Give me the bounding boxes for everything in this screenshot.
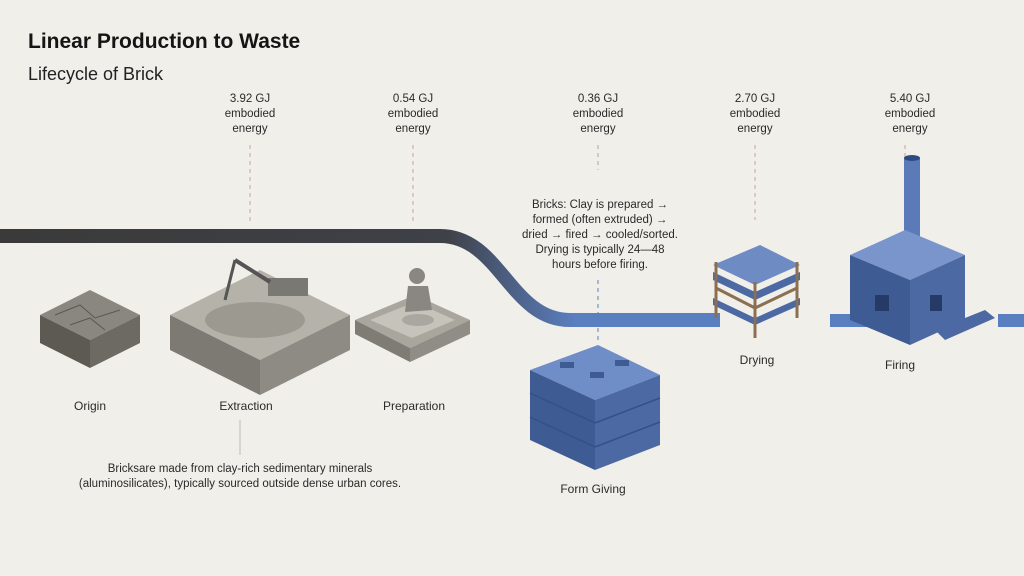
origin-illustration (40, 290, 140, 368)
note-line: Bricks: Clay is prepared → (531, 199, 669, 211)
firing-illustration (850, 155, 995, 345)
energy-unit: energy (580, 123, 616, 135)
energy-label: embodied (884, 108, 936, 120)
energy-value: 0.54 GJ (392, 93, 434, 105)
energy-label: embodied (729, 108, 781, 120)
source-note: Bricksare made from clay-rich sedimentar… (40, 462, 440, 492)
energy-preparation: 0.54 GJ embodied energy (358, 92, 468, 137)
energy-form-giving: 0.36 GJ embodied energy (543, 92, 653, 137)
energy-leader-lines (249, 145, 906, 225)
stage-label-extraction: Extraction (219, 399, 273, 413)
energy-label: embodied (572, 108, 624, 120)
energy-drying: 2.70 GJ embodied energy (700, 92, 810, 137)
energy-value: 2.70 GJ (734, 93, 776, 105)
energy-extraction: 3.92 GJ embodied energy (195, 92, 305, 137)
drying-illustration (713, 245, 800, 338)
flow-path (0, 229, 720, 327)
page-title: Linear Production to Waste (28, 30, 301, 53)
stage-label-drying: Drying (739, 353, 775, 367)
form-giving-illustration (529, 345, 661, 470)
flow-path-segment (998, 314, 1024, 327)
energy-value: 0.36 GJ (577, 93, 619, 105)
note-line: hours before firing. (552, 259, 648, 271)
energy-label: embodied (224, 108, 276, 120)
energy-firing: 5.40 GJ embodied energy (855, 92, 965, 137)
note-line: Drying is typically 24—48 (535, 244, 665, 256)
energy-unit: energy (892, 123, 928, 135)
energy-unit: energy (395, 123, 431, 135)
process-note: Bricks: Clay is prepared → formed (often… (490, 198, 710, 273)
note-line: (aluminosilicates), typically sourced ou… (78, 478, 402, 490)
energy-unit: energy (737, 123, 773, 135)
stage-label-origin: Origin (73, 399, 106, 413)
extraction-illustration (170, 258, 350, 395)
energy-value: 3.92 GJ (229, 93, 271, 105)
stage-label-preparation: Preparation (382, 399, 446, 413)
note-line: Bricksare made from clay-rich sedimentar… (107, 463, 373, 475)
energy-unit: energy (232, 123, 268, 135)
page-subtitle: Lifecycle of Brick (28, 64, 164, 84)
note-line: dried → fired → cooled/sorted. (522, 229, 678, 241)
stage-label-firing: Firing (884, 358, 915, 372)
energy-value: 5.40 GJ (889, 93, 931, 105)
note-line: formed (often extruded) → (532, 214, 668, 226)
stage-label-form-giving: Form Giving (560, 482, 626, 496)
preparation-illustration (355, 268, 470, 362)
energy-label: embodied (387, 108, 439, 120)
